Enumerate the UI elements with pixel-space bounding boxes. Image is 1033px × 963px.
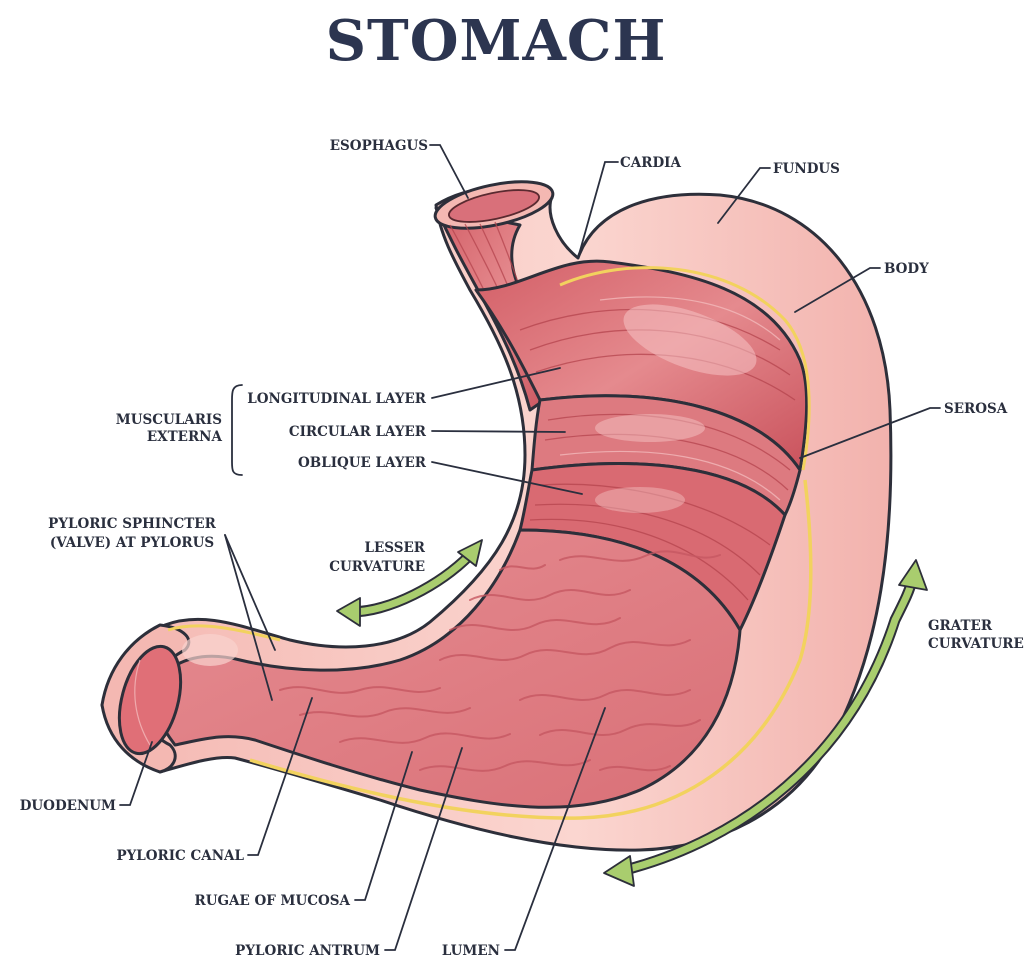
label-duodenum: DUODENUM xyxy=(20,798,116,814)
label-lumen: LUMEN xyxy=(442,943,500,959)
label-muscularis-line1: MUSCULARIS xyxy=(116,412,222,428)
label-pyloric-antrum: PYLORIC ANTRUM xyxy=(235,943,380,959)
label-muscularis-line2: EXTERNA xyxy=(147,429,223,445)
label-fundus: FUNDUS xyxy=(773,161,840,177)
label-circular-layer: CIRCULAR LAYER xyxy=(289,424,427,440)
page-title: STOMACH xyxy=(326,8,667,74)
label-oblique-layer: OBLIQUE LAYER xyxy=(298,455,427,471)
label-lesser-curvature-line1: LESSER xyxy=(365,540,426,556)
muscularis-bracket xyxy=(232,385,242,475)
label-greater-curvature-line1: GRATER xyxy=(928,618,993,634)
label-rugae-of-mucosa: RUGAE OF MUCOSA xyxy=(195,893,351,909)
label-pyloric-sphincter-line2: (VALVE) AT PYLORUS xyxy=(50,535,214,551)
label-greater-curvature-line2: CURVATURE xyxy=(928,636,1024,652)
label-pyloric-canal: PYLORIC CANAL xyxy=(116,848,244,864)
label-lesser-curvature-line2: CURVATURE xyxy=(329,559,425,575)
label-body: BODY xyxy=(884,261,929,277)
label-cardia: CARDIA xyxy=(620,155,681,171)
label-esophagus: ESOPHAGUS xyxy=(330,138,428,154)
label-longitudinal-layer: LONGITUDINAL LAYER xyxy=(247,391,427,407)
label-serosa: SEROSA xyxy=(944,401,1008,417)
label-pyloric-sphincter-line1: PYLORIC SPHINCTER xyxy=(48,516,216,532)
